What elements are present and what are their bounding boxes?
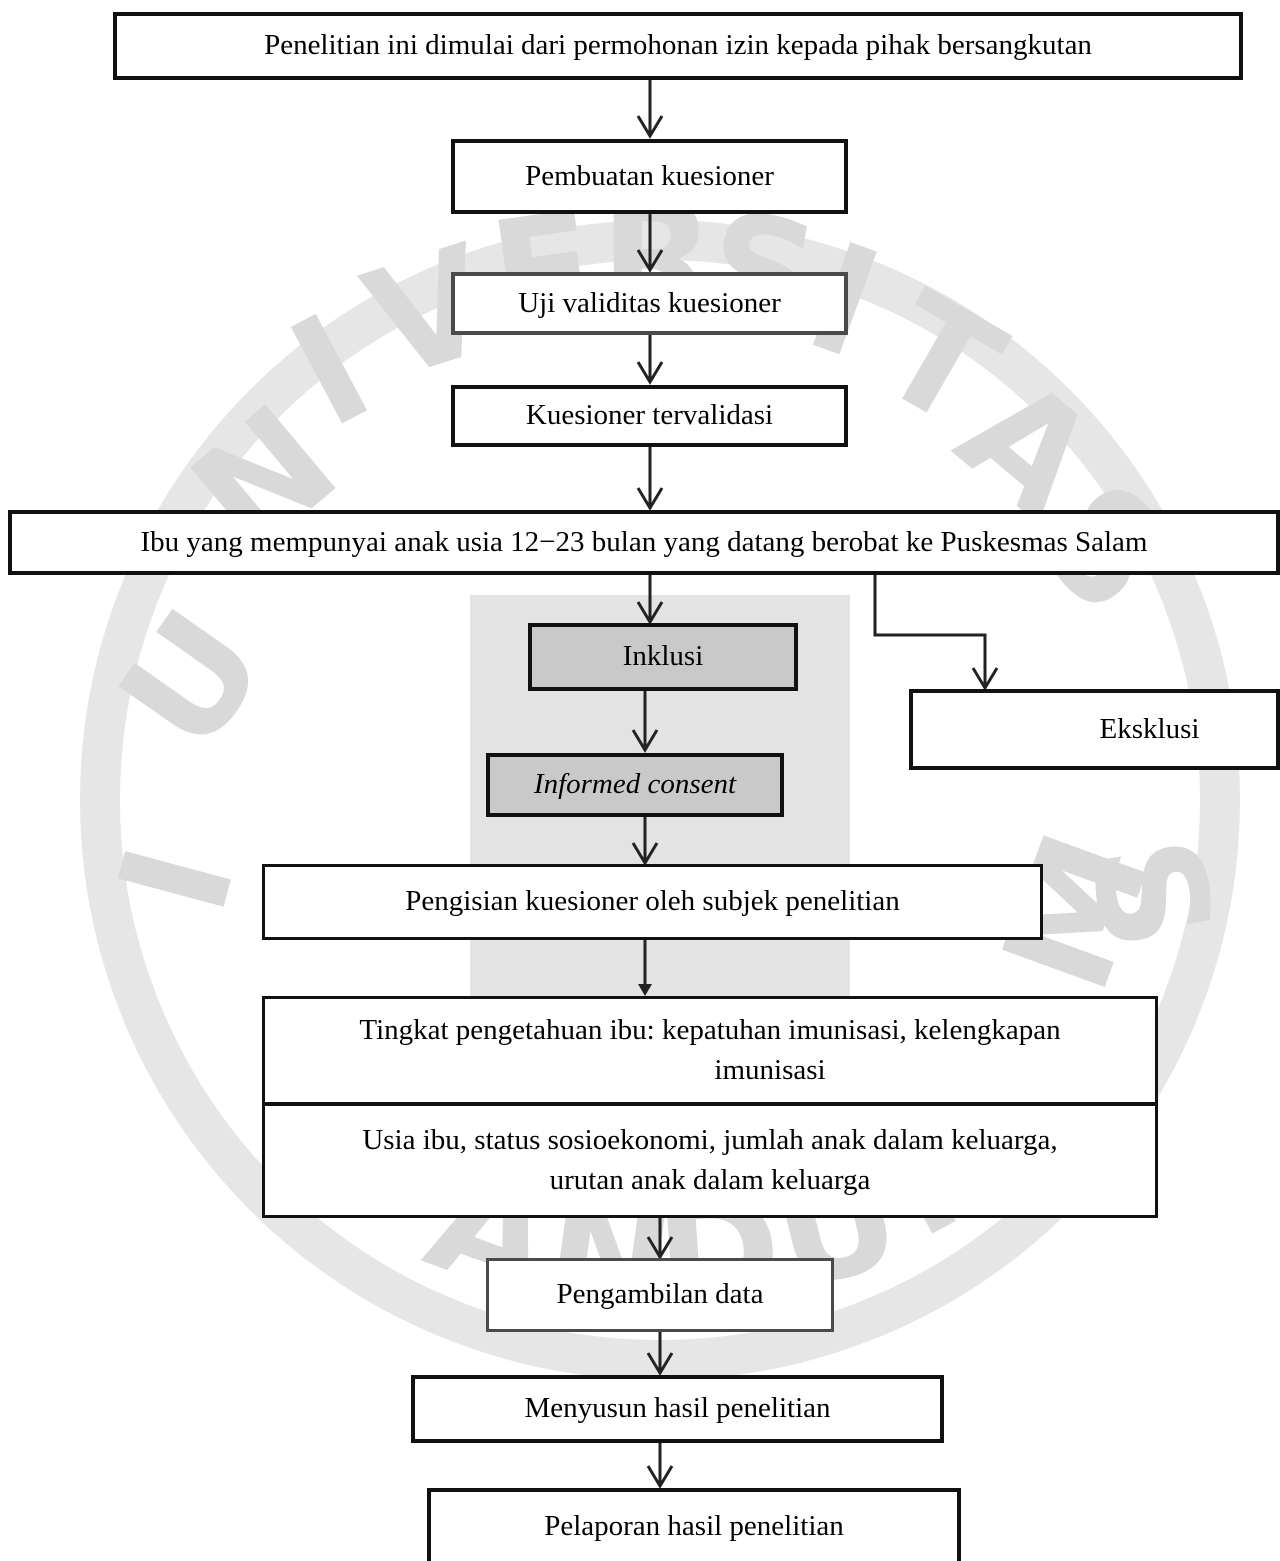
step-label-line2: imunisasi [714,1053,826,1086]
step-uji-validitas: Uji validitas kuesioner [451,272,848,335]
step-label: Ibu yang mempunyai anak usia 12−23 bulan… [140,525,1148,558]
step-pembuatan-kuesioner: Pembuatan kuesioner [451,139,848,214]
step-label-line1: Usia ibu, status sosioekonomi, jumlah an… [362,1124,1058,1157]
step-informed-consent: Informed consent [486,753,784,817]
step-label: Eksklusi [1099,712,1200,745]
step-label: Kuesioner tervalidasi [525,399,774,432]
step-faktor-karakteristik: Usia ibu, status sosioekonomi, jumlah an… [262,1103,1158,1218]
step-label: Informed consent [533,768,737,801]
step-label: Penelitian ini dimulai dari permohonan i… [264,29,1092,62]
step-permohonan-izin: Penelitian ini dimulai dari permohonan i… [113,12,1243,80]
step-label: Menyusun hasil penelitian [524,1392,831,1425]
step-label: Pembuatan kuesioner [525,159,774,192]
step-label: Pelaporan hasil penelitian [544,1509,844,1542]
step-label: Pengisian kuesioner oleh subjek peneliti… [405,885,900,918]
step-pengisian-kuesioner: Pengisian kuesioner oleh subjek peneliti… [262,864,1043,940]
step-inklusi: Inklusi [528,623,798,691]
step-label: Uji validitas kuesioner [518,286,781,319]
step-menyusun-hasil: Menyusun hasil penelitian [411,1375,944,1443]
step-label: Pengambilan data [556,1278,764,1311]
step-label-line1: Tingkat pengetahuan ibu: kepatuhan imuni… [359,1014,1061,1047]
step-pelaporan-hasil: Pelaporan hasil penelitian [427,1488,961,1561]
step-pengambilan-data: Pengambilan data [486,1258,834,1332]
step-label: Inklusi [622,640,704,673]
step-tingkat-pengetahuan: Tingkat pengetahuan ibu: kepatuhan imuni… [262,996,1158,1105]
step-label-line2: urutan anak dalam keluarga [549,1163,871,1196]
step-eksklusi: Eksklusi [909,689,1280,770]
step-kuesioner-tervalidasi: Kuesioner tervalidasi [451,385,848,447]
step-populasi: Ibu yang mempunyai anak usia 12−23 bulan… [8,510,1280,575]
